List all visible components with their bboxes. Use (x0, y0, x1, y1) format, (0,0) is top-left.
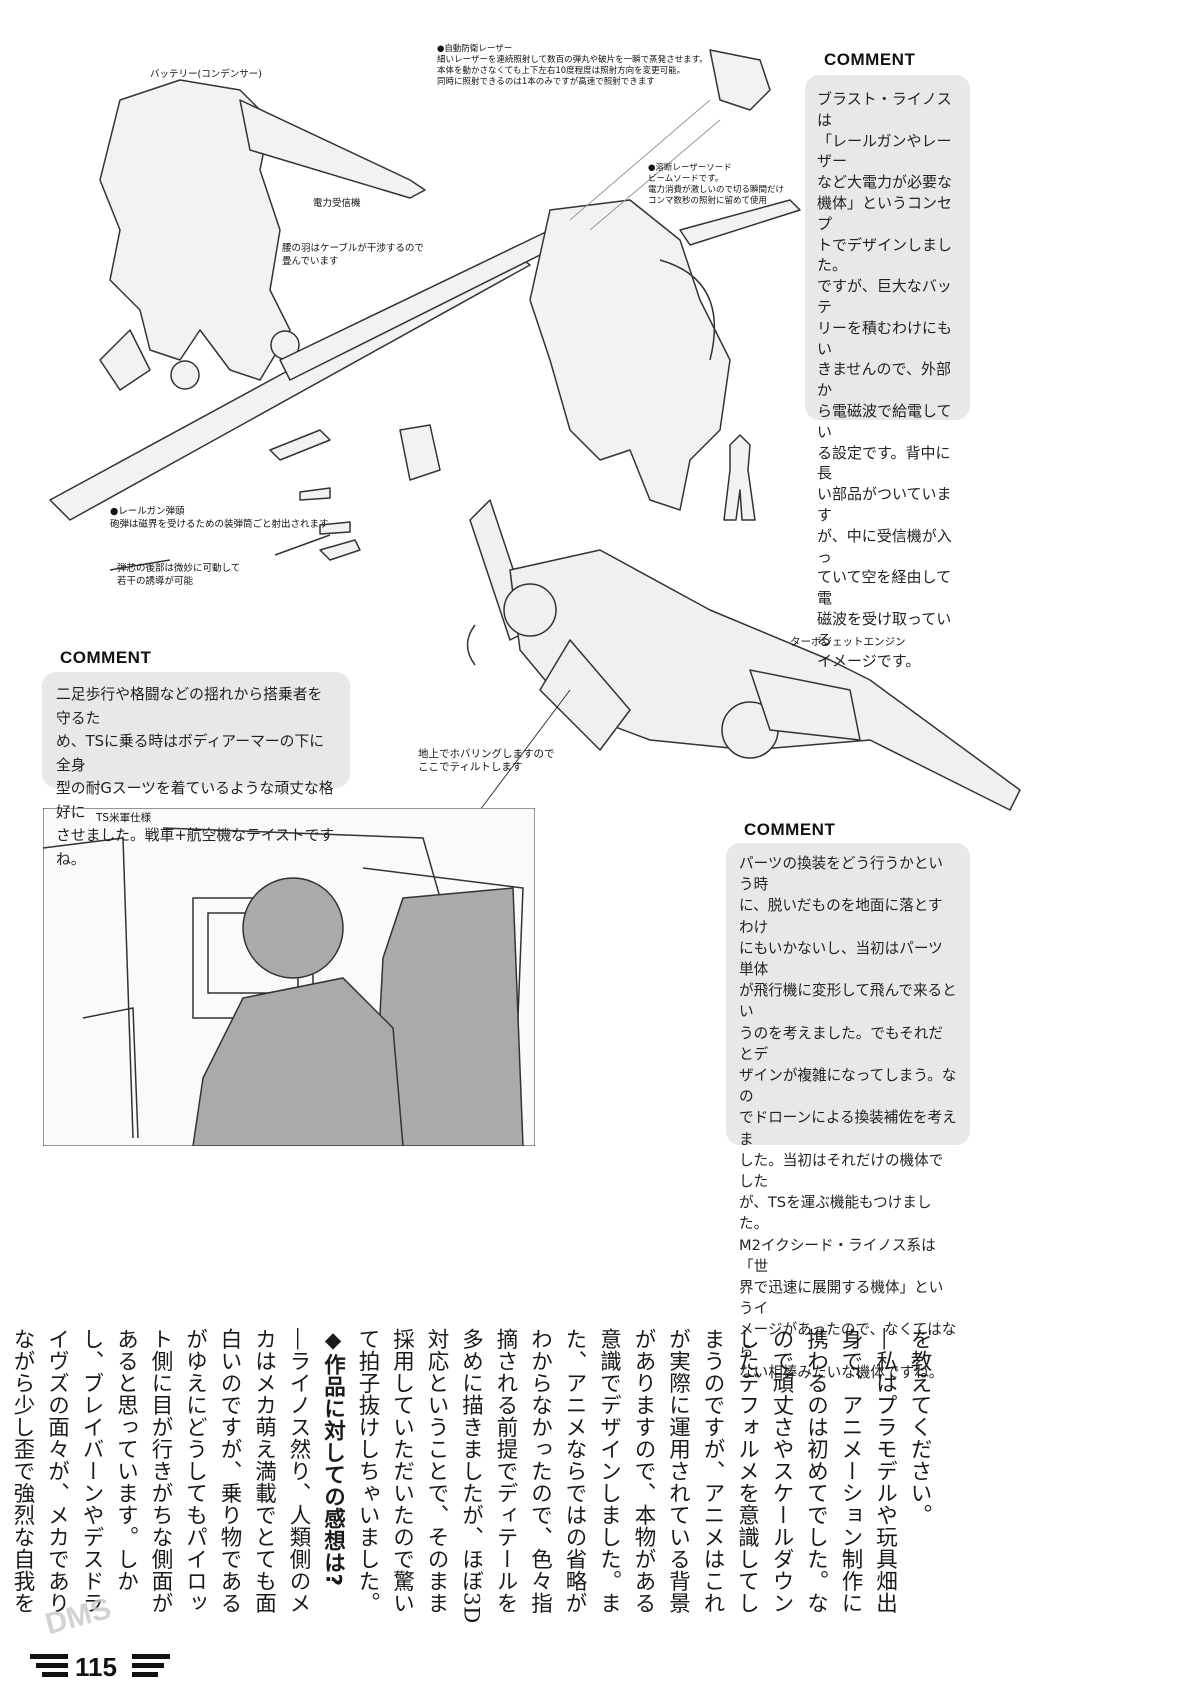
annotation-warhead-tail: 弾芯の後部は微妙に可動して 若干の誘導が可能 (117, 563, 241, 587)
annotation-hover: 地上でホバリングしますので ここでティルトします (418, 748, 555, 773)
comment-heading-1: COMMENT (824, 50, 916, 69)
article-p1: を教えてください。 (907, 1328, 932, 1526)
article-question: ◆作品に対しての感想は? (320, 1328, 346, 1587)
article-body: を教えてください。 ―私はプラモデルや玩具畑出身で、アニメーション制作に携わるの… (0, 1328, 936, 1628)
comment-box-1: ブラスト・ライノスは 「レールガンやレーザー など大電力が必要な 機体」というコ… (805, 75, 970, 670)
annotation-railgun-ammo: ●レールガン弾頭 砲弾は磁界を受けるための装弾筒ごと射出されます (110, 506, 329, 530)
annotation-turbojet: ターボジェットエンジン (790, 636, 906, 648)
annotation-power-receiver: 電力受信機 (313, 198, 361, 209)
cockpit-illustration (43, 808, 535, 1146)
article-p3: ―ライノス然り、人類側のメカはメカ萌え満載でとても面白いのですが、乗り物であるが… (0, 1328, 311, 1614)
comment-heading-3: COMMENT (744, 820, 836, 839)
comment-box-2: 二足歩行や格闘などの揺れから搭乗者を守るた め、TSに乗る時はボディアーマーの下… (42, 672, 350, 868)
page-ornament-icon (30, 1654, 170, 1677)
annotation-waist-feather: 腰の羽はケーブルが干渉するので 畳んでいます (282, 243, 424, 267)
annotation-laser-defense: ●自動防衛レーザー 細いレーザーを連続照射して数百の弾丸や破片を一瞬で蒸発させま… (437, 44, 708, 87)
annotation-ts-us: TS米軍仕様 (96, 812, 152, 824)
annotation-plasma-sword: ●溶断レーザーソード ビームソードです。 電力消費が激しいので切る瞬間だけ コン… (648, 163, 785, 206)
article-p2: ―私はプラモデルや玩具畑出身で、アニメーション制作に携わるのは初めてでした。なの… (355, 1328, 898, 1624)
page-number: 115 (75, 1652, 117, 1682)
mech-illustration-top (49, 49, 801, 571)
annotation-battery: バッテリー(コンデンサー) (150, 69, 262, 80)
drone-illustration (466, 499, 1021, 811)
comment-box-3: パーツの換装をどう行うかという時 に、脱いだものを地面に落とすわけ にもいかない… (726, 843, 970, 1381)
comment-heading-2: COMMENT (60, 648, 152, 667)
